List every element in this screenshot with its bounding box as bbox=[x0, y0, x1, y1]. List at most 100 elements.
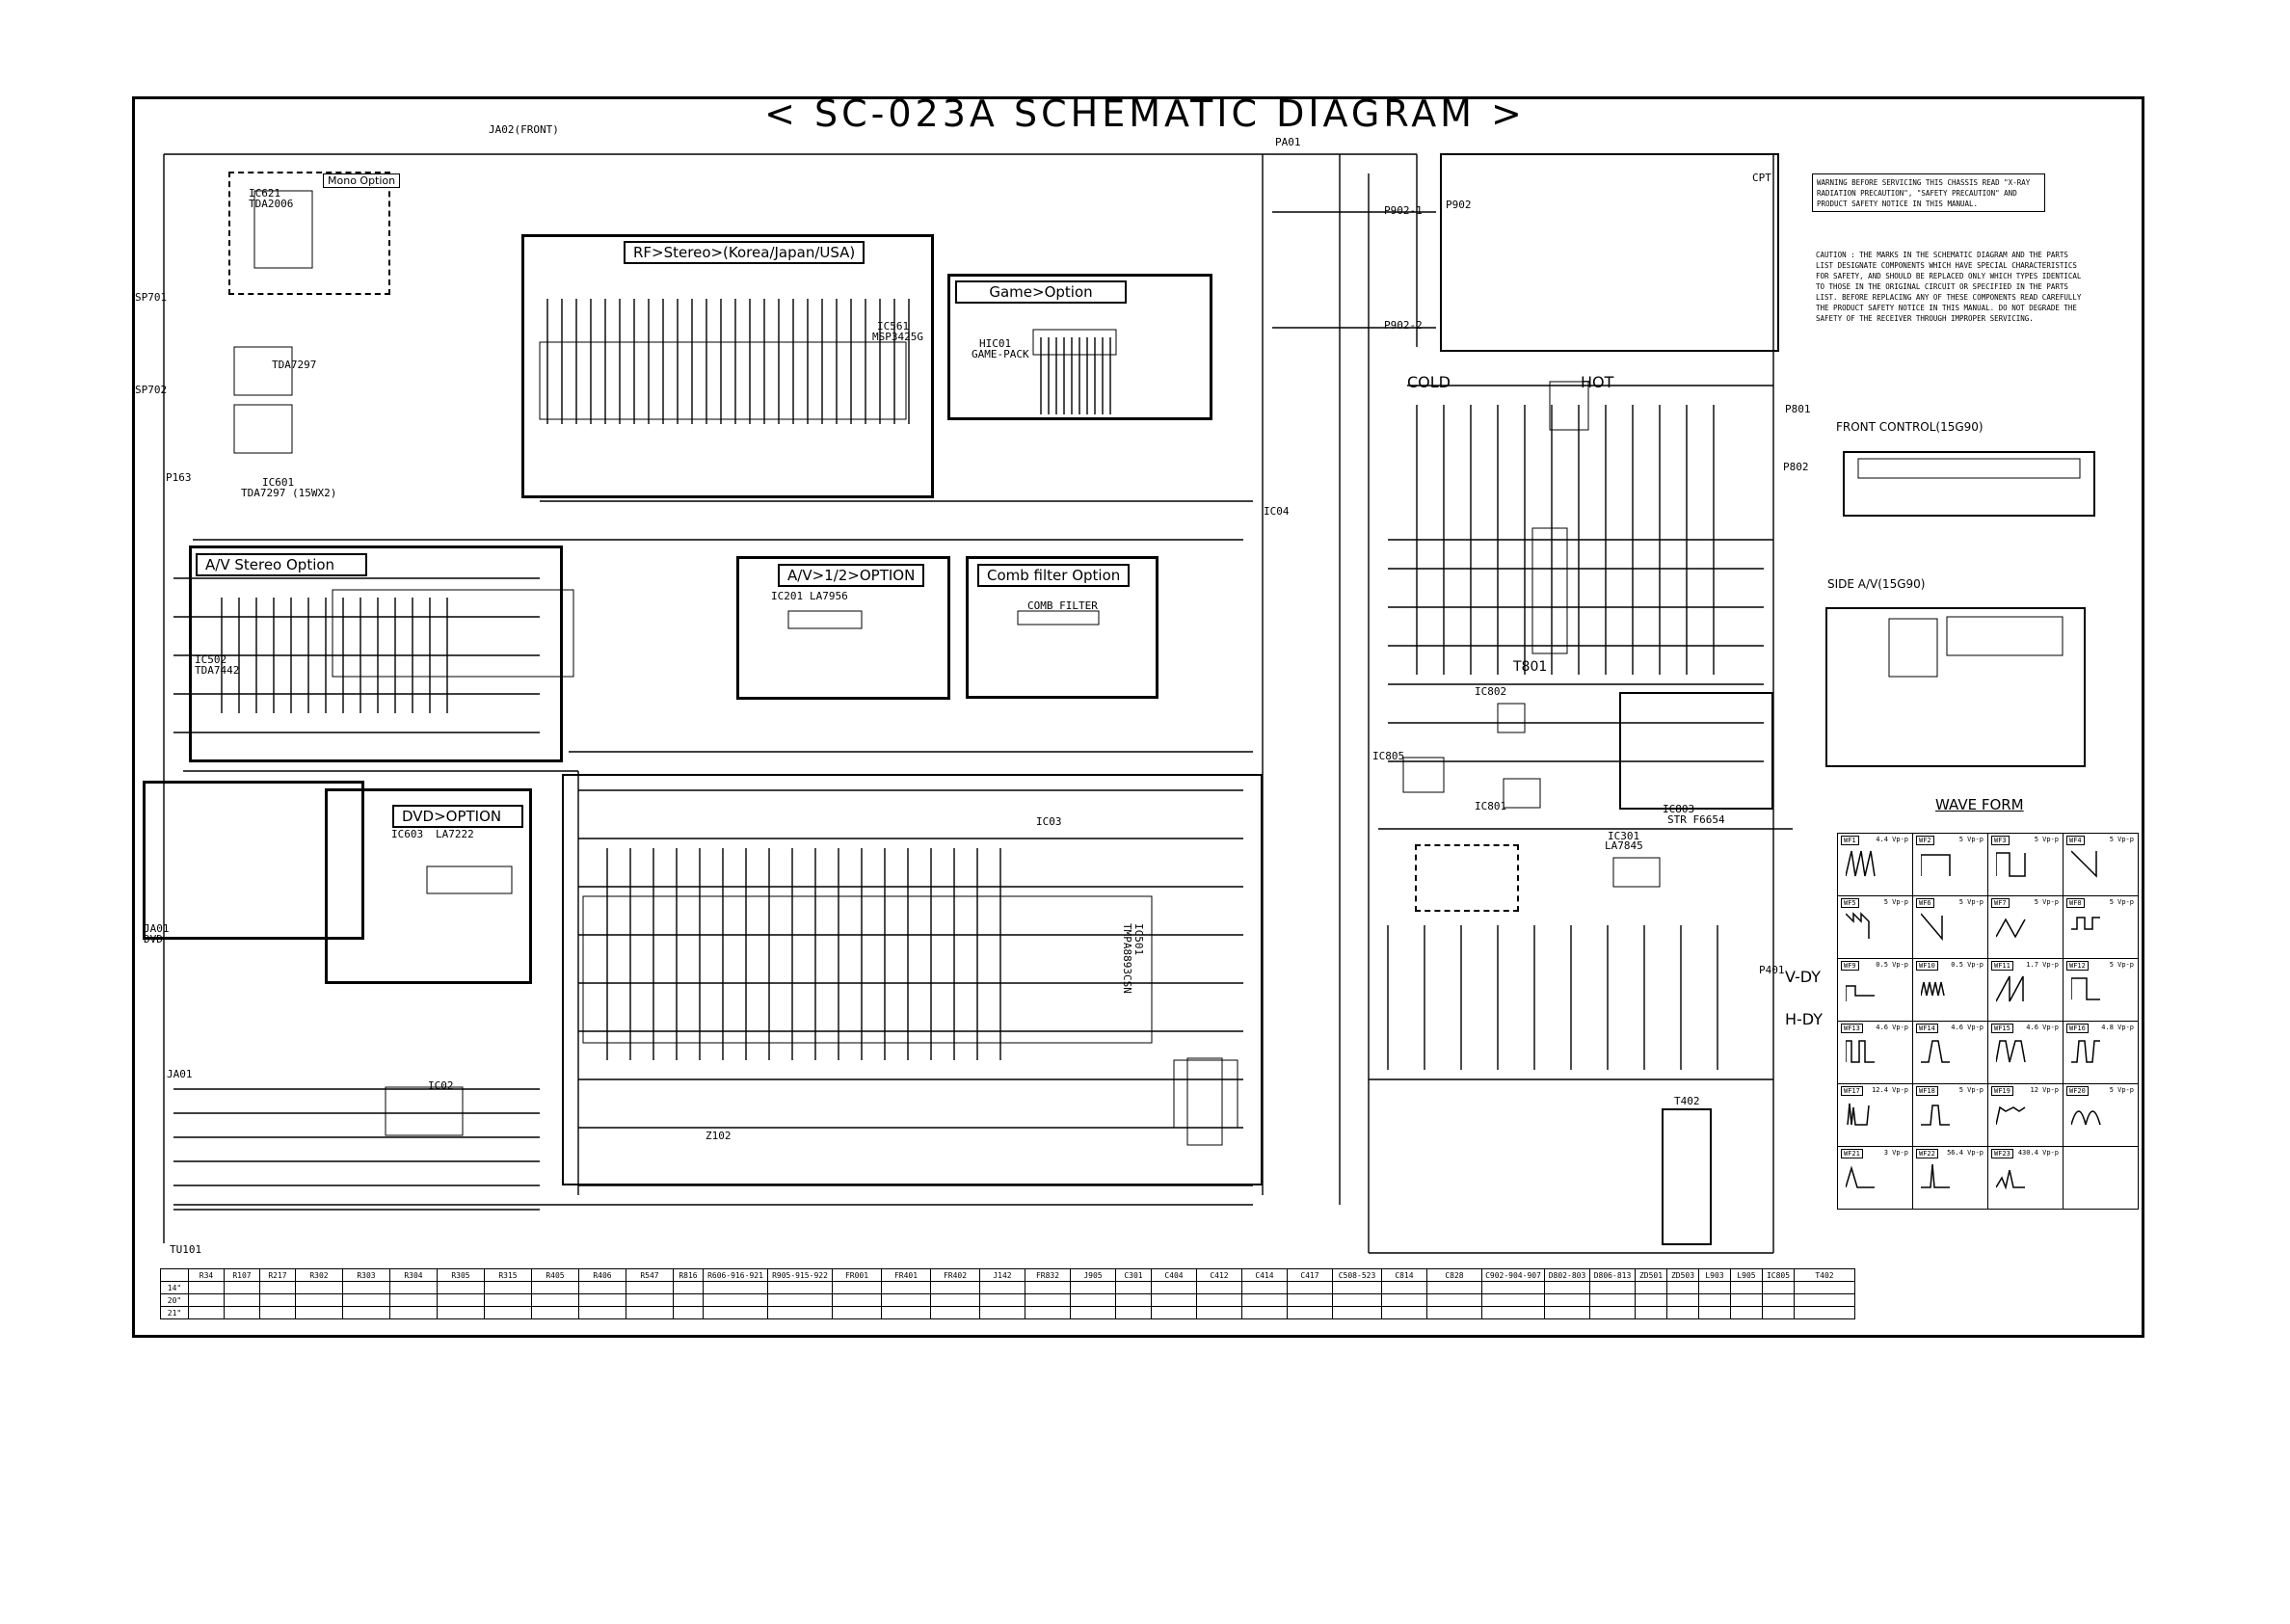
ja01-dvd-label: JA01 bbox=[144, 922, 170, 935]
wave-value: 5 Vp-p bbox=[2109, 961, 2134, 969]
parts-cell bbox=[1025, 1293, 1071, 1307]
wave-value: 0.5 Vp-p bbox=[1876, 961, 1908, 969]
wave-cell: WF9 0.5 Vp-p bbox=[1837, 958, 1913, 1022]
wave-id: WF3 bbox=[1991, 836, 2010, 845]
wave-id: WF22 bbox=[1916, 1149, 1938, 1158]
wave-value: 4.6 Vp-p bbox=[1951, 1024, 1984, 1031]
wave-id: WF20 bbox=[2066, 1086, 2089, 1096]
parts-col-header: C417 bbox=[1287, 1268, 1333, 1282]
parts-cell bbox=[1241, 1281, 1288, 1294]
ja01-rear-label: JA01 bbox=[167, 1068, 193, 1080]
parts-cell bbox=[767, 1306, 833, 1319]
wave-id: WF9 bbox=[1841, 961, 1859, 971]
parts-cell bbox=[881, 1306, 931, 1319]
p802-label: P802 bbox=[1783, 461, 1809, 473]
game-pack-label: GAME-PACK bbox=[972, 348, 1029, 360]
parts-cell bbox=[342, 1281, 390, 1294]
parts-cell bbox=[1635, 1281, 1667, 1294]
parts-cell bbox=[703, 1306, 768, 1319]
parts-col-header: R304 bbox=[389, 1268, 438, 1282]
parts-col-header: R606-916-921 bbox=[703, 1268, 768, 1282]
parts-col-header: J142 bbox=[979, 1268, 1025, 1282]
wave-id: WF23 bbox=[1991, 1149, 2013, 1158]
wave-value: 12 Vp-p bbox=[2030, 1086, 2059, 1094]
parts-cell bbox=[979, 1293, 1025, 1307]
parts-cell bbox=[1332, 1293, 1382, 1307]
parts-cell bbox=[1287, 1281, 1333, 1294]
parts-cell bbox=[224, 1293, 260, 1307]
parts-col-header: R107 bbox=[224, 1268, 260, 1282]
ja02-label: JA02(FRONT) bbox=[489, 123, 559, 136]
parts-cell bbox=[1381, 1306, 1427, 1319]
page-title: < SC-023A SCHEMATIC DIAGRAM > bbox=[764, 93, 1526, 135]
parts-cell bbox=[673, 1281, 704, 1294]
parts-cell bbox=[1635, 1306, 1667, 1319]
parts-cell bbox=[188, 1306, 225, 1319]
parts-cell bbox=[1666, 1306, 1699, 1319]
parts-cell bbox=[259, 1293, 296, 1307]
parts-cell bbox=[1481, 1281, 1545, 1294]
comb-filter-ic-label: COMB FILTER bbox=[1027, 599, 1098, 612]
ic02-label: IC02 bbox=[428, 1079, 454, 1092]
parts-cell bbox=[484, 1293, 532, 1307]
wave-id: WF19 bbox=[1991, 1086, 2013, 1096]
ic621-label: IC621 bbox=[249, 187, 281, 200]
parts-cell bbox=[1381, 1293, 1427, 1307]
parts-cell bbox=[295, 1293, 343, 1307]
la7845-label: LA7845 bbox=[1605, 839, 1643, 852]
parts-cell bbox=[1381, 1281, 1427, 1294]
av-stereo-label: A/V Stereo Option bbox=[196, 553, 367, 576]
parts-cell bbox=[1666, 1281, 1699, 1294]
parts-col-header: IC805 bbox=[1762, 1268, 1795, 1282]
ic502-label: IC502 bbox=[195, 653, 227, 666]
ic561-label: IC561 bbox=[877, 320, 910, 333]
comb-filter-block bbox=[966, 556, 1158, 699]
parts-col-header: FR832 bbox=[1025, 1268, 1071, 1282]
mono-option-label: Mono Option bbox=[323, 173, 401, 188]
tda7442-label: TDA7442 bbox=[195, 664, 240, 677]
parts-cell bbox=[1481, 1306, 1545, 1319]
wave-value: 1.7 Vp-p bbox=[2026, 961, 2059, 969]
t402-label: T402 bbox=[1674, 1095, 1700, 1107]
wave-value: 0.5 Vp-p bbox=[1951, 961, 1984, 969]
wave-id: WF2 bbox=[1916, 836, 1934, 845]
parts-col-header: J905 bbox=[1070, 1268, 1116, 1282]
parts-cell bbox=[437, 1281, 485, 1294]
parts-cell bbox=[1730, 1306, 1763, 1319]
parts-row-header: 20" bbox=[160, 1293, 189, 1307]
wave-id: WF4 bbox=[2066, 836, 2085, 845]
parts-col-header: R816 bbox=[673, 1268, 704, 1282]
parts-cell bbox=[930, 1281, 980, 1294]
parts-cell bbox=[979, 1306, 1025, 1319]
parts-cell bbox=[342, 1306, 390, 1319]
parts-cell bbox=[1287, 1293, 1333, 1307]
parts-cell bbox=[578, 1293, 626, 1307]
parts-col-header: FR401 bbox=[881, 1268, 931, 1282]
parts-cell bbox=[1287, 1306, 1333, 1319]
wave-value: 4.4 Vp-p bbox=[1876, 836, 1908, 843]
parts-cell bbox=[881, 1281, 931, 1294]
hic01-label: HIC01 bbox=[979, 337, 1012, 350]
dvd-jack-block bbox=[143, 781, 364, 940]
parts-cell bbox=[1794, 1281, 1855, 1294]
parts-col-header: R547 bbox=[626, 1268, 674, 1282]
ic201-label: IC201 bbox=[771, 590, 804, 602]
parts-cell bbox=[1196, 1293, 1242, 1307]
wave-value: 5 Vp-p bbox=[1958, 836, 1984, 843]
z102-label: Z102 bbox=[706, 1130, 732, 1142]
wave-value: 3 Vp-p bbox=[1883, 1149, 1908, 1157]
parts-col-header: ZD503 bbox=[1666, 1268, 1699, 1282]
ic801-label: IC801 bbox=[1475, 800, 1507, 812]
sp701-label: SP701 bbox=[135, 291, 168, 304]
wave-value: 5 Vp-p bbox=[2034, 898, 2059, 906]
parts-cell bbox=[389, 1293, 438, 1307]
parts-cell bbox=[1544, 1293, 1590, 1307]
ic501-part-label: TMPA8893CSN bbox=[1121, 923, 1133, 994]
parts-cell bbox=[389, 1281, 438, 1294]
